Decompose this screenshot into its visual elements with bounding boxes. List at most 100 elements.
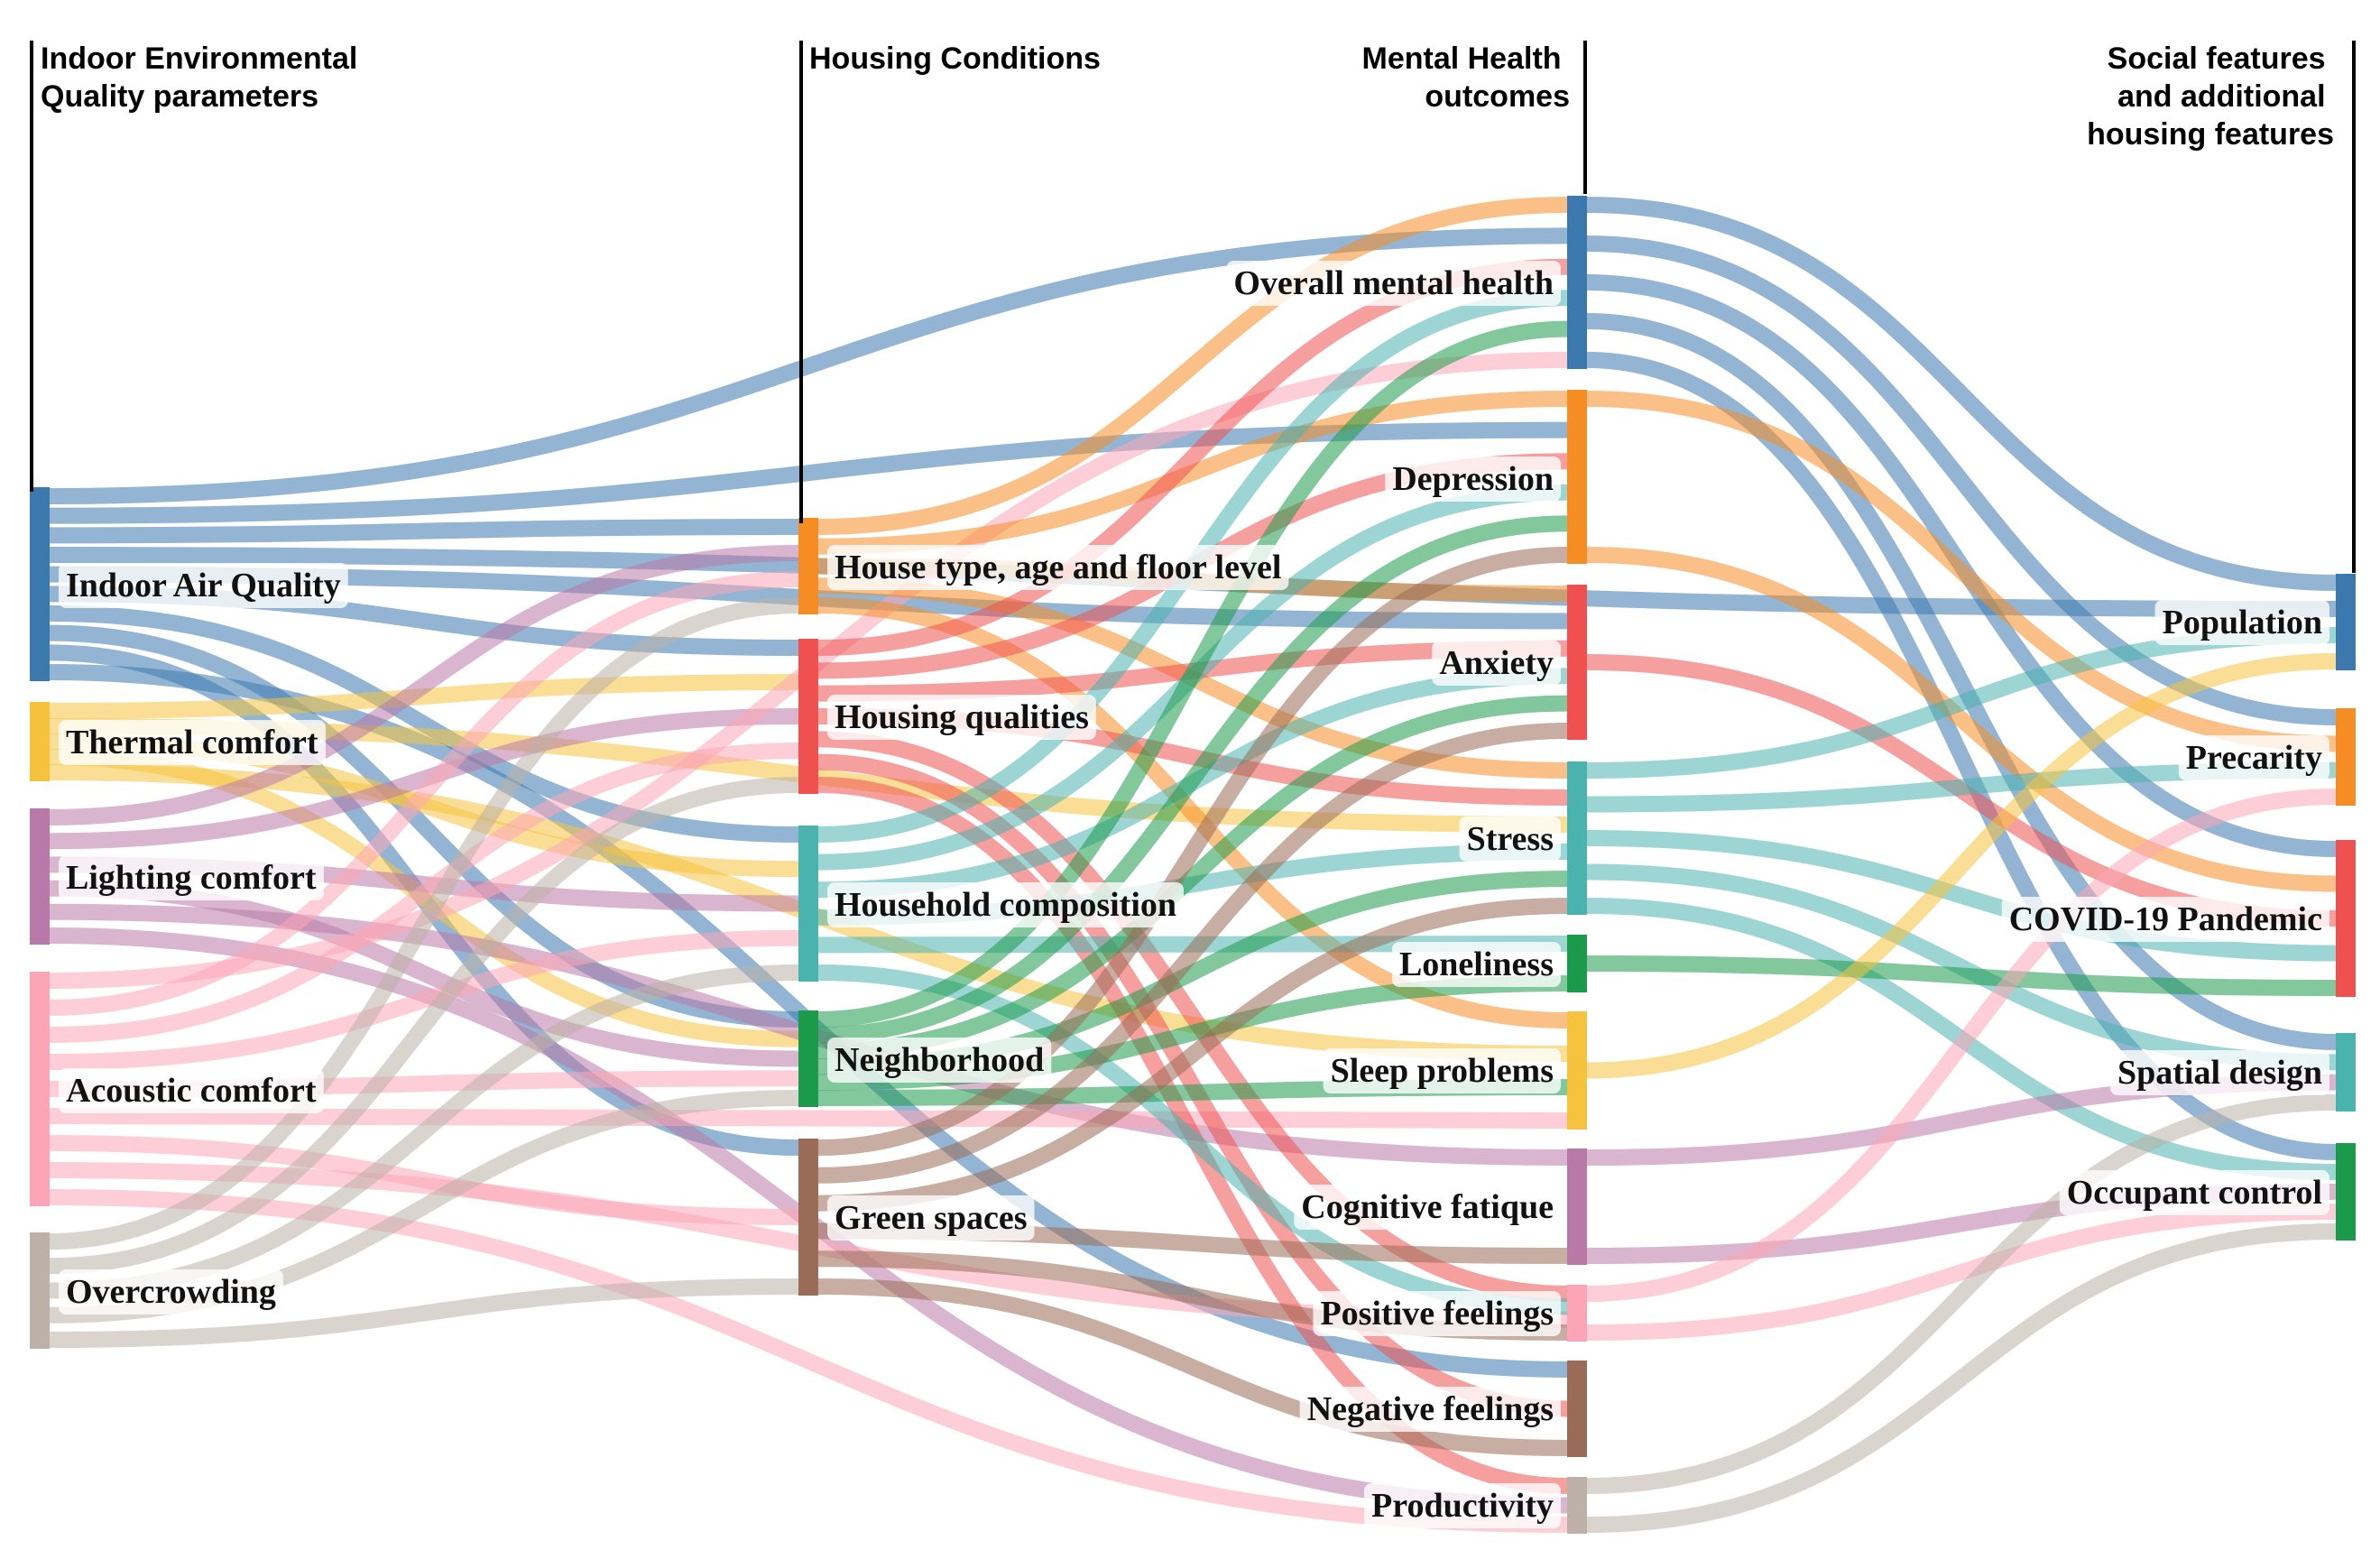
link-depression-to-precarity (1586, 391, 2337, 752)
column-header-2-line-1: Mental Health (1362, 42, 1562, 76)
node-label-covid: COVID-19 Pandemic (2001, 897, 2329, 942)
node-bar-productivity (1567, 1477, 1587, 1534)
sankey-links (49, 197, 2337, 1533)
node-label-text-anxiety: Anxiety (1439, 644, 1554, 682)
sankey-nodes (30, 196, 2356, 1534)
node-bar-sleep (1567, 1011, 1587, 1130)
link-loneliness-to-covid (1586, 955, 2337, 996)
node-label-text-iaq: Indoor Air Quality (66, 567, 341, 604)
link-iaq-to-overall_mh (49, 227, 1568, 504)
column-header-2-line-2: outcomes (1425, 79, 1570, 114)
node-bar-lighting (30, 808, 50, 945)
node-bar-neighborhood (798, 1010, 818, 1107)
link-productivity-to-occupant (1586, 1223, 2337, 1533)
node-label-productivity: Productivity (1364, 1483, 1561, 1528)
node-label-text-productivity: Productivity (1371, 1487, 1554, 1525)
node-bar-housing_qual (798, 639, 818, 794)
link-sleep-to-population (1586, 653, 2337, 1079)
node-label-bg-housing_qual (827, 695, 1096, 740)
node-label-bg-negative (1299, 1387, 1561, 1432)
node-label-occupant: Occupant control (2059, 1170, 2329, 1215)
node-label-bg-thermal (59, 720, 326, 765)
node-bar-loneliness (1567, 935, 1587, 992)
node-label-sleep: Sleep problems (1323, 1048, 1561, 1093)
node-bar-thermal (30, 702, 50, 781)
node-label-text-green: Green spaces (835, 1199, 1028, 1237)
node-label-precarity: Precarity (2178, 735, 2329, 780)
node-label-text-positive: Positive feelings (1320, 1295, 1554, 1333)
link-neighborhood-to-depression (817, 515, 1568, 1044)
node-bar-stress (1567, 761, 1587, 915)
link-acoustic-to-productivity (49, 1189, 1568, 1533)
node-label-bg-loneliness (1391, 942, 1561, 987)
node-label-loneliness: Loneliness (1391, 942, 1561, 987)
node-bar-overall_mh (1567, 196, 1587, 369)
node-label-green: Green spaces (827, 1195, 1035, 1241)
node-label-negative: Negative feelings (1299, 1387, 1561, 1432)
node-label-text-household: Household composition (835, 886, 1176, 924)
link-lighting-to-house_type (49, 545, 799, 826)
node-bar-spatial (2336, 1033, 2356, 1112)
node-label-lighting: Lighting comfort (59, 855, 324, 900)
column-header-0-line-2: Quality parameters (41, 79, 318, 114)
node-label-thermal: Thermal comfort (59, 720, 326, 765)
link-green-to-stress (817, 898, 1568, 1212)
node-label-acoustic: Acoustic comfort (59, 1068, 324, 1113)
link-positive-to-occupant (1586, 1204, 2337, 1341)
node-bar-population (2336, 574, 2356, 670)
node-bar-cognitive (1567, 1148, 1587, 1265)
link-lighting-to-housing_qual (49, 708, 799, 850)
node-label-text-sleep: Sleep problems (1331, 1052, 1554, 1090)
node-label-bg-household (827, 882, 1185, 927)
node-bar-overcrowding (30, 1232, 50, 1349)
node-bar-negative (1567, 1361, 1587, 1457)
node-label-text-overcrowding: Overcrowding (66, 1273, 276, 1311)
node-label-bg-sleep (1323, 1048, 1561, 1093)
node-label-bg-covid (2001, 897, 2329, 942)
link-positive-to-precarity (1586, 789, 2337, 1302)
node-label-text-stress: Stress (1467, 820, 1554, 858)
node-bar-anxiety (1567, 585, 1587, 740)
node-label-text-negative: Negative feelings (1307, 1390, 1554, 1428)
node-label-bg-depression (1385, 457, 1561, 502)
column-header-1-line-1: Housing Conditions (809, 42, 1101, 76)
column-header-0: Indoor Environmental Quality parameters (41, 42, 366, 114)
column-headers: Indoor Environmental Quality parameters … (30, 41, 2356, 573)
node-label-text-precarity: Precarity (2186, 739, 2322, 777)
column-header-3-line-2: and additional (2117, 79, 2325, 114)
node-label-text-depression: Depression (1392, 460, 1554, 498)
node-label-overcrowding: Overcrowding (59, 1269, 283, 1315)
column-header-3-line-1: Social features (2108, 42, 2326, 76)
node-label-bg-green (827, 1195, 1035, 1241)
node-label-bg-anxiety (1432, 641, 1561, 686)
node-label-bg-occupant (2059, 1170, 2329, 1215)
link-green-to-depression (817, 547, 1568, 1156)
node-label-overall_mh: Overall mental health (1226, 261, 1561, 306)
link-iaq-to-house_type (49, 519, 799, 544)
node-label-bg-iaq (59, 563, 348, 608)
node-label-text-house_type: House type, age and floor level (835, 549, 1281, 586)
node-label-bg-spatial (2109, 1050, 2329, 1095)
link-overcrowding-to-house_type (49, 597, 799, 1250)
node-label-text-acoustic: Acoustic comfort (66, 1072, 317, 1110)
node-bar-depression (1567, 390, 1587, 564)
link-acoustic-to-housing_qual (49, 743, 799, 1043)
link-household-to-positive (817, 964, 1568, 1315)
link-thermal-to-housing_qual (49, 674, 799, 719)
node-label-text-covid: COVID-19 Pandemic (2009, 900, 2322, 938)
node-label-bg-house_type (827, 545, 1289, 590)
node-label-text-thermal: Thermal comfort (66, 724, 318, 761)
node-label-housing_qual: Housing qualities (827, 695, 1096, 740)
node-label-iaq: Indoor Air Quality (59, 563, 348, 608)
link-overcrowding-to-green (49, 1278, 799, 1348)
node-label-cognitive: Cognitive fatique (1294, 1185, 1561, 1230)
node-label-text-cognitive: Cognitive fatique (1301, 1188, 1554, 1226)
node-label-spatial: Spatial design (2109, 1050, 2329, 1095)
link-house_type-to-depression (817, 391, 1568, 555)
node-bar-positive (1567, 1285, 1587, 1342)
node-label-text-lighting: Lighting comfort (66, 859, 317, 897)
node-label-text-overall_mh: Overall mental health (1233, 264, 1554, 302)
link-neighborhood-to-anxiety (817, 695, 1568, 1059)
